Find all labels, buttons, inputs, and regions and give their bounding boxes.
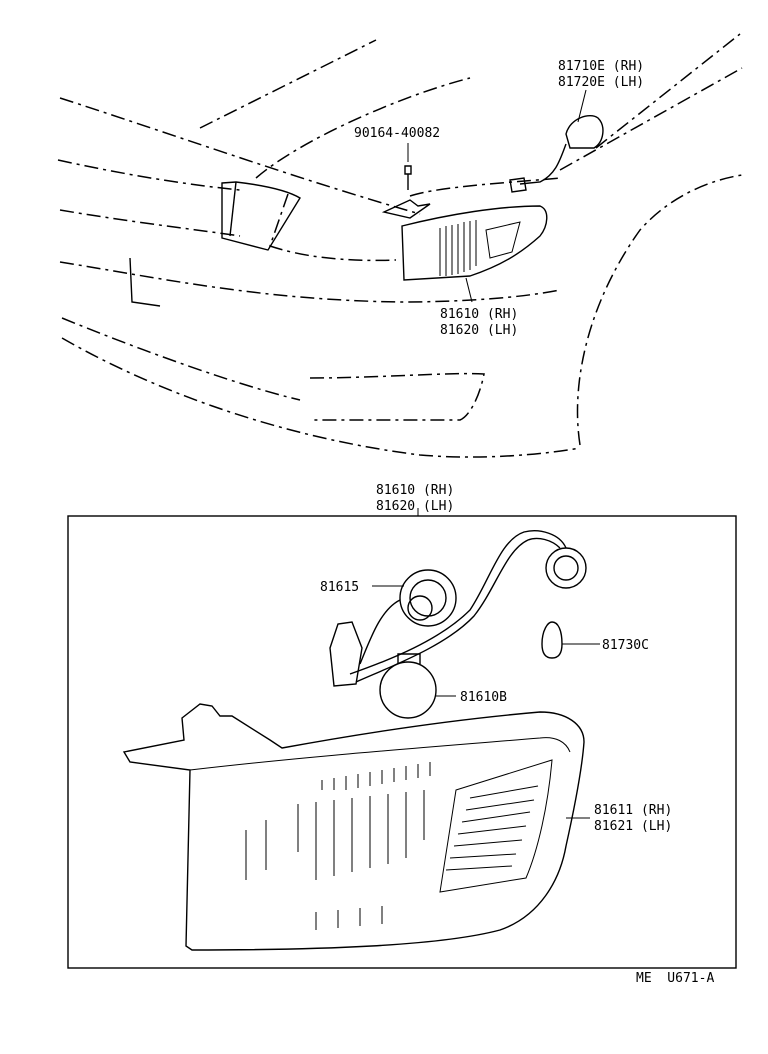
corner-lamp-upper: [381, 115, 604, 281]
label-lens-rh: 81611 (RH): [594, 803, 672, 818]
label-socket-rh: 81710E (RH): [558, 59, 644, 74]
bulb-81610b: [379, 653, 437, 719]
label-lamp-rh: 81610 (RH): [440, 307, 518, 322]
bulb-81730c: [541, 621, 563, 659]
lens-assembly: [122, 703, 585, 951]
label-small-bulb: 81730C: [602, 638, 649, 653]
label-socket-lh: 81720E (LH): [558, 75, 644, 90]
figure-code: ME U671-A: [636, 971, 714, 986]
label-bulb: 81610B: [460, 690, 507, 705]
label-box-rh: 81610 (RH): [376, 483, 454, 498]
label-socket-wire: 81615: [320, 580, 359, 595]
label-lamp-lh: 81620 (LH): [440, 323, 518, 338]
leader-lines-lower: [372, 585, 600, 819]
label-clip: 90164-40082: [354, 126, 440, 141]
exploded-view-box: [67, 515, 737, 969]
label-box-lh: 81620 (LH): [376, 499, 454, 514]
label-lens-lh: 81621 (LH): [594, 819, 672, 834]
leader-lines-upper: [407, 89, 587, 303]
socket-wire-harness: [329, 530, 587, 687]
vehicle-outline: [57, 33, 743, 458]
